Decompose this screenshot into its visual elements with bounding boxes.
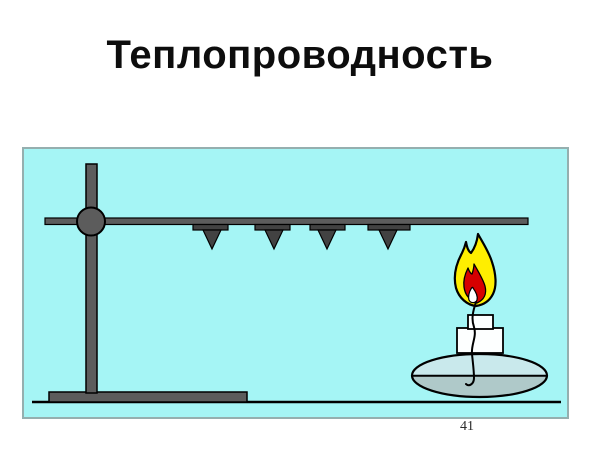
wax-nail-4 xyxy=(367,223,411,251)
wax-nail-2 xyxy=(254,223,291,251)
flame-core xyxy=(468,286,478,304)
stand-clamp xyxy=(76,206,106,237)
spirit-lamp xyxy=(410,314,549,399)
burner-neck-lower xyxy=(456,327,504,354)
slide-title: Теплопроводность xyxy=(106,33,494,77)
burner-vessel-outline xyxy=(410,352,549,399)
stand-base xyxy=(48,391,248,403)
stand-pole xyxy=(85,163,98,394)
wax-blob xyxy=(309,223,346,231)
wax-nail-1 xyxy=(192,223,229,251)
heat-conduction-experiment-diagram xyxy=(22,147,569,419)
burner-liquid xyxy=(412,375,547,398)
nail xyxy=(264,229,284,251)
wax-blob xyxy=(192,223,229,231)
flame xyxy=(453,232,497,308)
nail xyxy=(378,229,398,251)
wax-nail-3 xyxy=(309,223,346,251)
metal-rod xyxy=(44,217,529,226)
wax-blob xyxy=(254,223,291,231)
nail xyxy=(202,229,222,251)
wax-blob xyxy=(367,223,411,231)
burner-wick xyxy=(465,301,477,387)
page-number: 41 xyxy=(460,419,474,434)
burner-neck-upper xyxy=(467,314,494,330)
nail xyxy=(317,229,337,251)
